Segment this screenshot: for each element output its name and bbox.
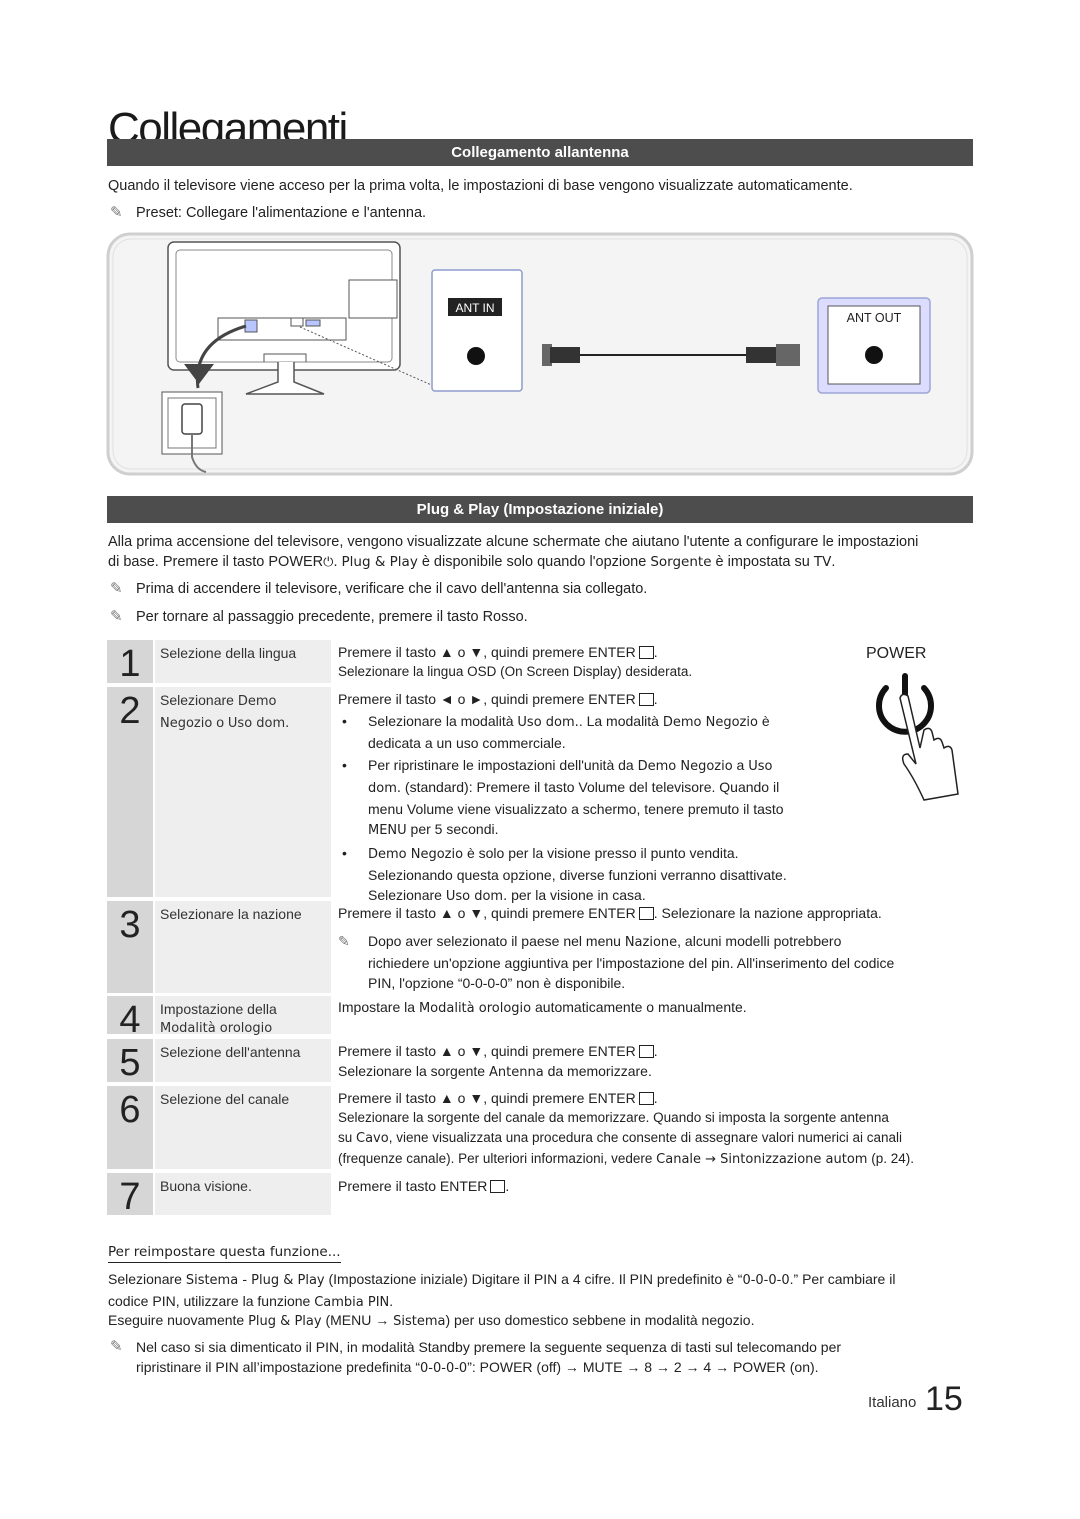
- step-description: Premere il tasto ▲ o ▼, quindi premere E…: [338, 644, 693, 679]
- step-label: Selezione dell'antenna: [155, 1039, 331, 1082]
- antenna-connection-diagram: [106, 232, 974, 476]
- ant-in-label: ANT IN: [455, 301, 495, 315]
- footer-language: Italiano: [868, 1394, 917, 1411]
- intro-line-2: di base. Premere il tasto POWER⏻. Plug &…: [108, 554, 836, 570]
- pencil-note-icon: ✎: [110, 608, 123, 625]
- step-description: Impostare la Modalità orologio automatic…: [338, 999, 747, 1016]
- reset-paragraph-1: Selezionare Sistema - Plug & Play (Impos…: [108, 1271, 896, 1310]
- antenna-note-text: Preset: Collegare l'alimentazione e l'an…: [136, 205, 427, 221]
- plug-play-intro: Alla prima accensione del televisore, ve…: [108, 532, 974, 572]
- antenna-intro: Quando il televisore viene acceso per la…: [108, 178, 853, 194]
- reset-paragraph-2: Eseguire nuovamente Plug & Play (MENU → …: [108, 1312, 755, 1329]
- enter-icon: [638, 1045, 654, 1058]
- step-number: 2: [107, 687, 153, 897]
- power-button-label: POWER: [866, 645, 927, 662]
- pencil-note-icon: ✎: [110, 580, 123, 597]
- antenna-note: ✎ Preset: Collegare l'alimentazione e l'…: [108, 203, 974, 223]
- step-description: Premere il tasto ▲ o ▼, quindi premere E…: [338, 903, 974, 993]
- reset-heading: Per reimpostare questa funzione...: [108, 1244, 341, 1263]
- step-number: 7: [107, 1173, 153, 1217]
- reset-note: ✎ Nel caso si sia dimenticato il PIN, in…: [110, 1338, 842, 1376]
- step-description: Premere il tasto ◄ o ►, quindi premere E…: [338, 689, 838, 907]
- step-description: Premere il tasto ▲ o ▼, quindi premere E…: [338, 1090, 915, 1167]
- pencil-note-icon: ✎: [338, 933, 350, 949]
- step-description: Premere il tasto ENTER.: [338, 1178, 510, 1194]
- ant-out-label: ANT OUT: [846, 311, 902, 325]
- power-press-hand-icon: [876, 673, 959, 801]
- tv-back-illustration: [161, 241, 401, 473]
- enter-icon: [490, 1180, 506, 1193]
- step-label: Buona visione.: [155, 1173, 331, 1215]
- pencil-note-icon: ✎: [110, 204, 123, 221]
- power-icon: ⏻: [323, 554, 334, 569]
- enter-icon: [638, 907, 654, 920]
- enter-icon: [638, 693, 654, 706]
- step-label: Selezione della lingua: [155, 640, 331, 683]
- plug-play-note-2: ✎ Per tornare al passaggio precedente, p…: [110, 608, 528, 625]
- section-header-plug-play: Plug & Play (Impostazione iniziale): [107, 496, 973, 523]
- plug-play-note-1: ✎ Prima di accendere il televisore, veri…: [110, 580, 648, 597]
- step-description: Premere il tasto ▲ o ▼, quindi premere E…: [338, 1043, 658, 1080]
- step-number: 3: [107, 901, 153, 993]
- section-header-antenna: Collegamento allantenna: [107, 139, 973, 166]
- page-number: 15: [925, 1380, 963, 1418]
- step-label: Selezionare la nazione: [155, 901, 331, 993]
- enter-icon: [638, 646, 654, 659]
- enter-icon: [638, 1092, 654, 1105]
- step-label: Selezionare Demo Negozio o Uso dom.: [155, 687, 331, 897]
- step-number: 4: [107, 996, 153, 1040]
- step-3-note: ✎ Dopo aver selezionato il paese nel men…: [338, 933, 895, 991]
- pencil-note-icon: ✎: [110, 1338, 123, 1355]
- step-number: 6: [107, 1086, 153, 1169]
- step-number: 1: [107, 640, 153, 684]
- intro-line-1: Alla prima accensione del televisore, ve…: [108, 534, 919, 550]
- step-number: 5: [107, 1039, 153, 1083]
- step-label: Selezione del canale: [155, 1086, 331, 1169]
